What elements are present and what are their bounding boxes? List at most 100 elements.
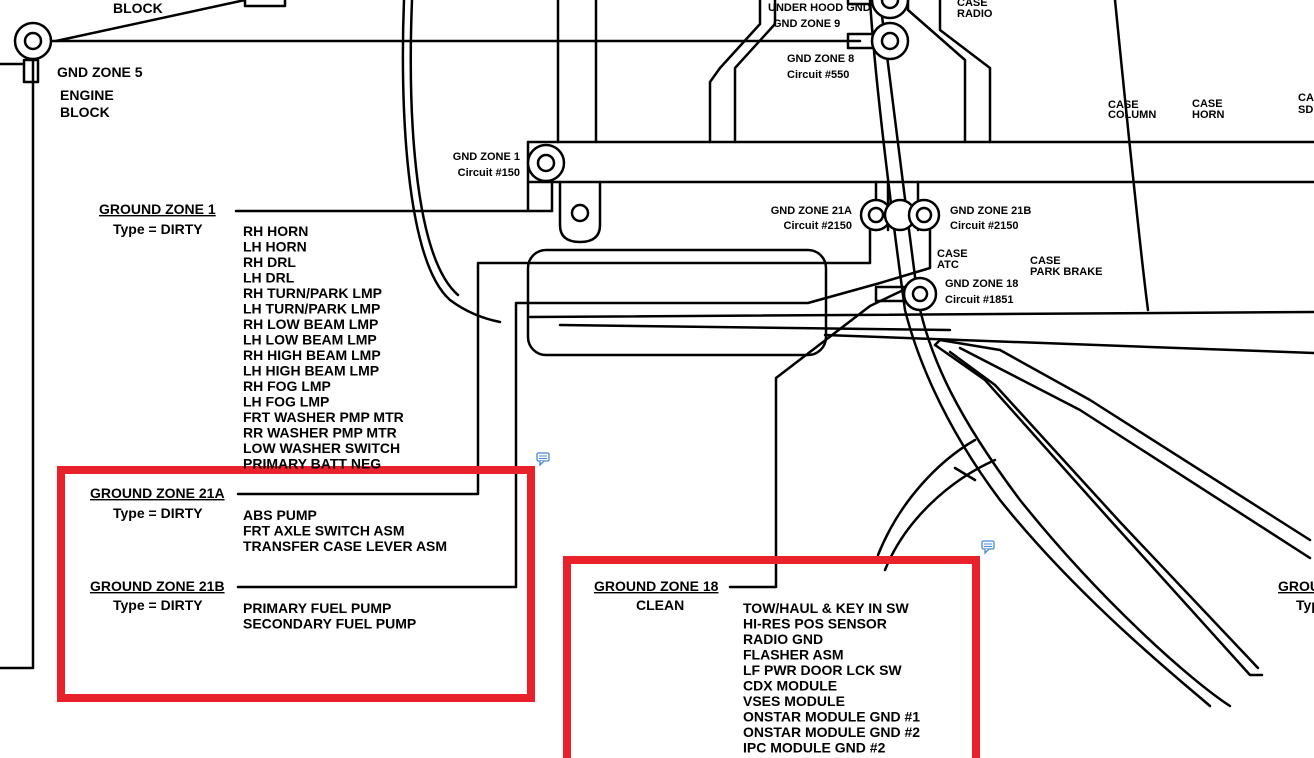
zone-21b-wire [236, 228, 932, 589]
steering-inner-wire [878, 0, 1232, 708]
zone-item: FRT AXLE SWITCH ASM [243, 523, 405, 539]
zone-item: LH DRL [243, 270, 295, 286]
ground-zone-right-type: Type [1296, 597, 1314, 613]
zone-item: RADIO GND [743, 631, 823, 647]
left-vertical-wire [0, 58, 35, 670]
ground-zone-1-title: GROUND ZONE 1 [99, 201, 216, 217]
zone-item: RH LOW BEAM LMP [243, 316, 378, 332]
highlight-box-zone-18 [563, 556, 980, 758]
gnd-zone-21a-terminal-hole [867, 206, 885, 224]
gnd-zone-1-node-label: GND ZONE 1 [453, 151, 520, 163]
zone-item: PRIMARY BATT NEG [243, 456, 381, 472]
ca-edge-label: CA [1298, 92, 1314, 104]
zone-item: ABS PUMP [243, 507, 317, 523]
under-hood-wire-right [733, 0, 777, 144]
zone-item: RH HIGH BEAM LMP [243, 347, 381, 363]
block-connector [243, 0, 287, 8]
zone-item: IPC MODULE GND #2 [743, 740, 886, 756]
gnd-zone-8-terminal-hole [880, 31, 900, 51]
comment-icons [536, 452, 995, 555]
floor-wire [528, 310, 1314, 319]
zone-item: ONSTAR MODULE GND #1 [743, 709, 920, 725]
gnd-zone-8-label: GND ZONE 8 [787, 53, 854, 65]
engine-label: ENGINE [60, 87, 114, 103]
ground-terminals [13, 0, 941, 312]
ground-zone-right-title: GROUND ZONE [1278, 578, 1314, 594]
sd-edge-label: SD [1298, 104, 1313, 116]
ground-zone-right-block: GROUND ZONE Type [1278, 578, 1314, 613]
ground-zone-21b-title: GROUND ZONE 21B [90, 578, 225, 594]
ground-zone-18-title: GROUND ZONE 18 [594, 578, 719, 594]
gnd-zone-9-label: GND ZONE 9 [773, 18, 840, 30]
gnd-zone-18-node-label: GND ZONE 18 [945, 278, 1018, 290]
column-lower-edge-2 [948, 350, 1260, 670]
zone-item: PSA MODULE GND [743, 755, 871, 758]
highlight-box-zone-21 [57, 466, 535, 702]
case-top-label: CASE [957, 0, 988, 9]
zone-item: RH TURN/PARK LMP [243, 285, 382, 301]
gnd-zone-18-terminal-hole [911, 285, 929, 303]
gnd-zone-21b-terminal-hole [915, 206, 933, 224]
case-park-label-2: PARK BRAKE [1030, 266, 1103, 278]
ground-zone-21b-block: GROUND ZONE 21B Type = DIRTY PRIMARY FUE… [90, 578, 416, 632]
zone-item: FRT WASHER PMP MTR [243, 409, 404, 425]
zone-21a-wire [236, 228, 872, 496]
zone-18-wire [728, 281, 920, 589]
gnd-zone-5-terminal-hole [23, 31, 43, 51]
zone-item: LH HORN [243, 239, 307, 255]
ground-zone-21b-type: Type = DIRTY [113, 597, 203, 613]
radio-label: RADIO [957, 8, 993, 20]
case-park-label-1: CASE [1030, 255, 1061, 267]
engine-block-connector [22, 58, 40, 84]
top-labels: BLOCK GND ZONE 5 ENGINE BLOCK UNDER HOOD… [57, 0, 1314, 121]
loop-tick [953, 466, 977, 482]
column-upper-edge [938, 338, 1312, 542]
block-label: BLOCK [60, 104, 110, 120]
zone-item: LH HIGH BEAM LMP [243, 363, 379, 379]
zone-item: LH LOW BEAM LMP [243, 332, 377, 348]
zone-item: TRANSFER CASE LEVER ASM [243, 538, 447, 554]
under-hood-wire-left [708, 0, 762, 144]
zone-item: PRIMARY FUEL PUMP [243, 600, 391, 616]
zone-item: LF PWR DOOR LCK SW [743, 662, 902, 678]
zone-item: CDX MODULE [743, 678, 837, 694]
zone-item: TOW/HAUL & KEY IN SW [743, 600, 909, 616]
case-horn-label-2: HORN [1192, 109, 1224, 121]
circuit-150-label: Circuit #150 [458, 167, 520, 179]
column-tip [933, 338, 942, 347]
ground-zone-21a-block: GROUND ZONE 21A Type = DIRTY ABS PUMPFRT… [90, 485, 447, 554]
gnd-zone-21a-node-label: GND ZONE 21A [771, 205, 852, 217]
gnd-zone-9-terminal-hole [880, 0, 900, 10]
column-lower-edge [933, 343, 1264, 677]
steering-outer-wire [868, 0, 1212, 708]
case-atc-label-1: CASE [937, 248, 968, 260]
lower-loop [876, 438, 997, 572]
zone-item: RH HORN [243, 223, 308, 239]
under-hood-gnd-label: UNDER HOOD GND [768, 2, 871, 14]
case-column-label-2: COLUMN [1108, 109, 1156, 121]
comment-icon[interactable] [981, 540, 995, 555]
node-labels: GND ZONE 1 Circuit #150 GND ZONE 21A Cir… [453, 151, 1103, 306]
ground-zone-21a-type: Type = DIRTY [113, 505, 203, 521]
block-wire [54, 0, 247, 43]
case-atc-label-2: ATC [937, 259, 959, 271]
zone-item: VSES MODULE [743, 693, 845, 709]
ground-zone-18-block: GROUND ZONE 18 CLEAN TOW/HAUL & KEY IN S… [594, 578, 920, 758]
case-radio-wire-b [938, 0, 992, 144]
circuit-2150-a-label: Circuit #2150 [784, 220, 852, 232]
comment-icon[interactable] [536, 452, 550, 467]
junction-box-line [558, 323, 952, 332]
circuit-1851-label: Circuit #1851 [945, 294, 1013, 306]
circuit-2150-b-label: Circuit #2150 [950, 220, 1018, 232]
gz1-lug-hole [570, 203, 590, 223]
gnd-zone-5-label: GND ZONE 5 [57, 64, 143, 80]
zone-item: RH DRL [243, 254, 296, 270]
zone-item: SECONDARY FUEL PUMP [243, 616, 416, 632]
ground-zone-21a-title: GROUND ZONE 21A [90, 485, 225, 501]
case-column-label-1: CASE [1108, 99, 1139, 111]
